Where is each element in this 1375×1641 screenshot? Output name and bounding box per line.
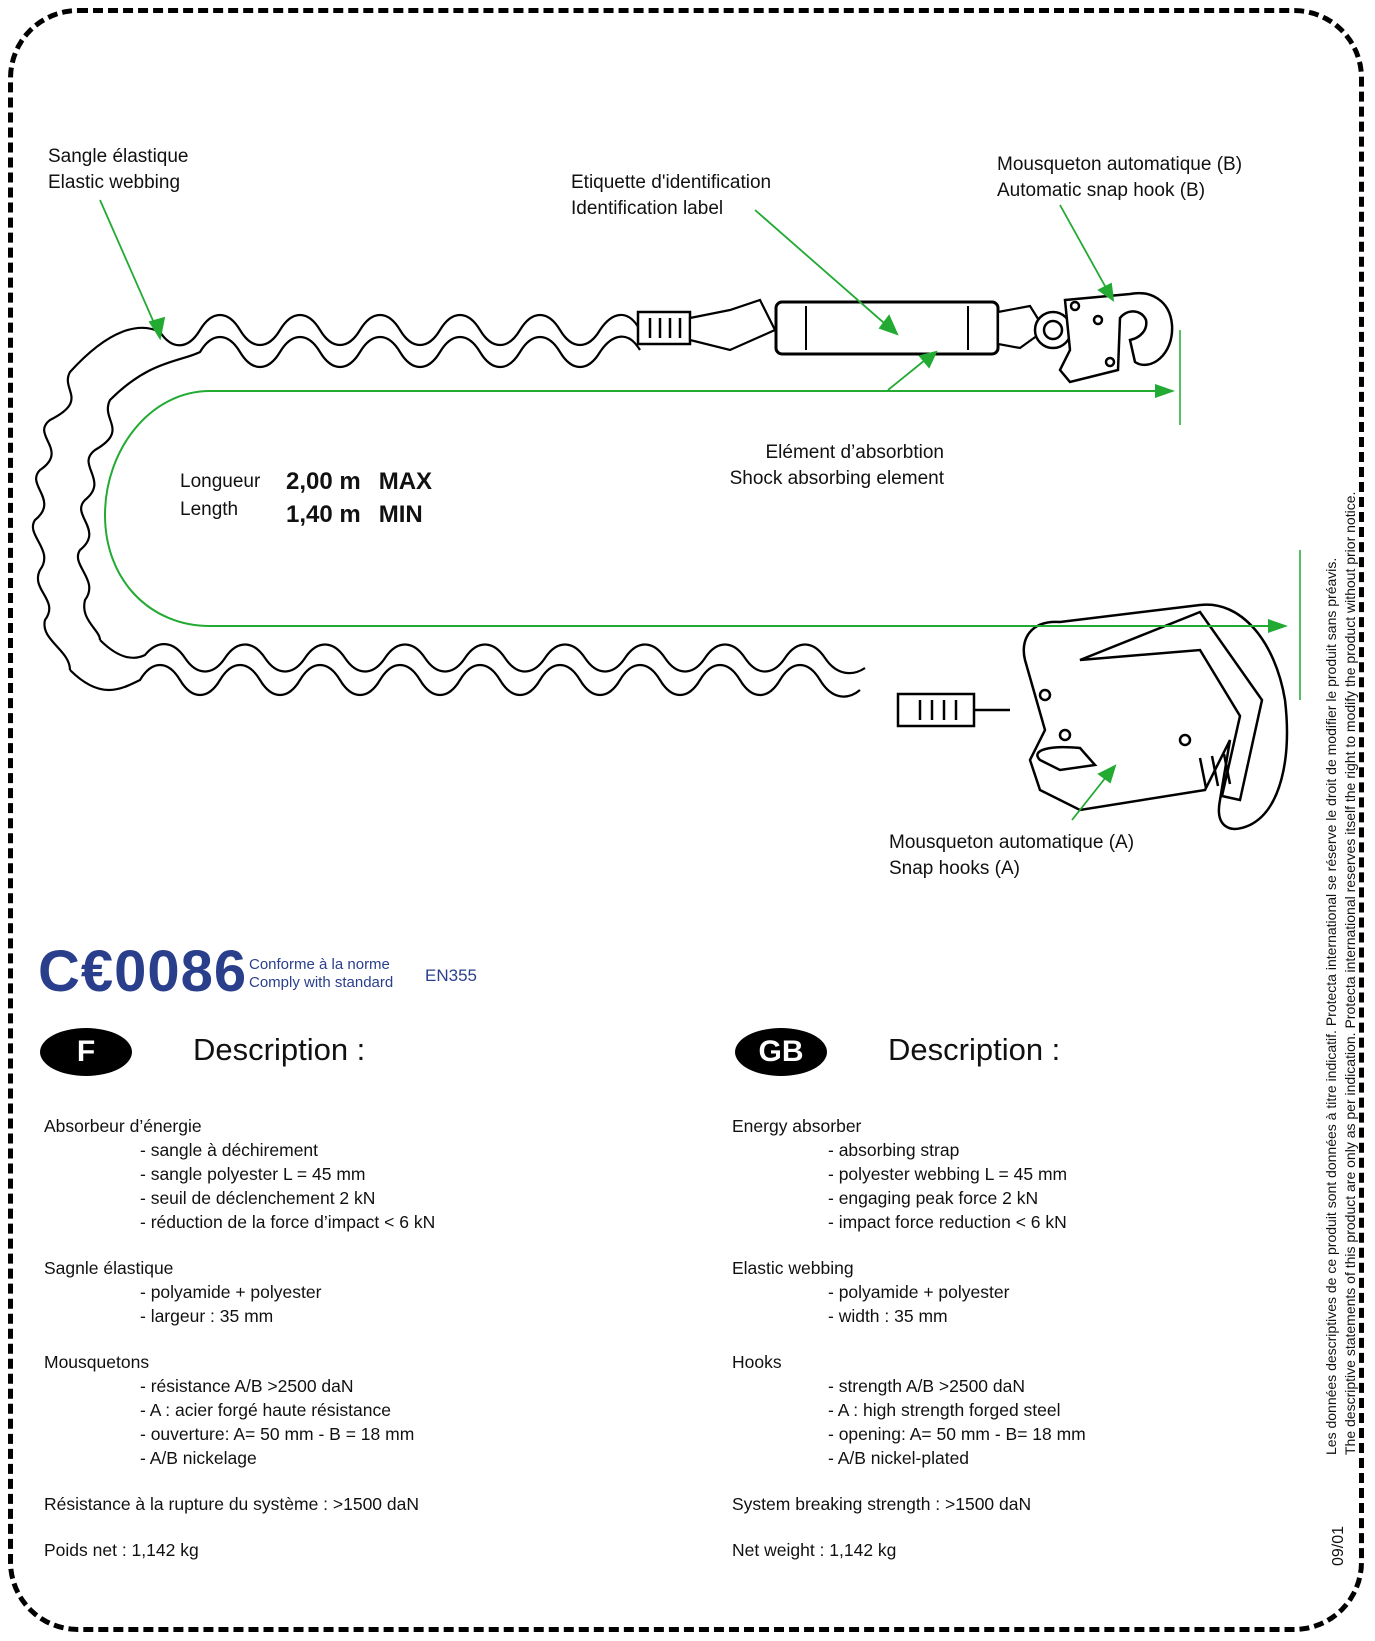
length-max-tag: MAX (378, 468, 433, 495)
callout-elastic-fr: Sangle élastique (48, 146, 189, 167)
fr-webbing-title: Sagnle élastique (44, 1258, 174, 1278)
callout-hook-a-en: Snap hooks (A) (889, 858, 1020, 879)
callout-absorber-en: Shock absorbing element (729, 468, 944, 489)
ce-standard: EN355 (425, 966, 477, 985)
length-labels: Longueur Length (180, 468, 260, 524)
snap-hook-b (1033, 291, 1174, 384)
en-hooks-title: Hooks (732, 1352, 782, 1372)
fr-hooks-title: Mousquetons (44, 1352, 150, 1372)
fr-webbing-item: - largeur : 35 mm (140, 1306, 274, 1326)
fr-absorber-item: - seuil de déclenchement 2 kN (140, 1188, 376, 1208)
english-description-title: Description : (888, 1032, 1061, 1067)
fr-absorber-title: Absorbeur d’énergie (44, 1116, 202, 1136)
disclaimer-en: The descriptive statements of this produ… (1342, 491, 1358, 1455)
fr-hooks-item: - A/B nickelage (140, 1448, 257, 1468)
callout-elastic-webbing: Sangle élastique Elastic webbing (48, 144, 189, 196)
callout-shock-absorber: Elément d’absorbtion Shock absorbing ele… (700, 440, 944, 492)
page-border (8, 8, 1364, 1632)
callout-lines (99, 199, 1117, 821)
flag-english: GB (735, 1028, 827, 1076)
french-description-title: Description : (193, 1032, 366, 1067)
callout-identification-label: Etiquette d'identification Identificatio… (571, 170, 771, 222)
callout-snap-hook-b: Mousqueton automatique (B) Automatic sna… (997, 152, 1242, 204)
elastic-webbing-upper (31, 313, 641, 671)
elastic-webbing-inner (76, 335, 641, 641)
lanyard-diagram (31, 199, 1301, 831)
flag-french: F (40, 1028, 132, 1076)
fr-webbing-item: - polyamide + polyester (140, 1282, 322, 1302)
en-hooks-item: - opening: A= 50 mm - B= 18 mm (828, 1424, 1086, 1444)
en-absorber-item: - engaging peak force 2 kN (828, 1188, 1039, 1208)
en-webbing-item: - polyamide + polyester (828, 1282, 1010, 1302)
en-hooks-item: - A/B nickel-plated (828, 1448, 970, 1468)
fr-hooks-item: - résistance A/B >2500 daN (140, 1376, 354, 1396)
callout-hook-a-fr: Mousqueton automatique (A) (889, 832, 1135, 853)
ce-conform-en: Comply with standard (249, 974, 394, 991)
date-code: 09/01 (1330, 1525, 1347, 1566)
upper-buckle (636, 310, 692, 346)
en-net-weight: Net weight : 1,142 kg (732, 1540, 897, 1560)
length-label-en: Length (180, 499, 239, 520)
fr-absorber-item: - sangle à déchirement (140, 1140, 319, 1160)
fr-net-weight: Poids net : 1,142 kg (44, 1540, 199, 1560)
callout-label-en: Identification label (571, 198, 724, 219)
length-min-tag: MIN (378, 501, 423, 528)
fr-hooks-item: - A : acier forgé haute résistance (140, 1400, 391, 1420)
fr-breaking-strength: Résistance à la rupture du système : >15… (44, 1494, 420, 1514)
callout-hook-b-fr: Mousqueton automatique (B) (997, 154, 1243, 175)
en-webbing-title: Elastic webbing (732, 1258, 854, 1278)
ce-conformity-text: Conforme à la norme Comply with standard (249, 956, 393, 992)
disclaimer-fr: Les données descriptives de ce produit s… (1323, 557, 1339, 1455)
callout-snap-hook-a: Mousqueton automatique (A) Snap hooks (A… (889, 830, 1134, 882)
ce-marking: C€0086 (38, 939, 248, 1004)
en-absorber-item: - polyester webbing L = 45 mm (828, 1164, 1068, 1184)
en-hooks-item: - A : high strength forged steel (828, 1400, 1061, 1420)
en-absorber-title: Energy absorber (732, 1116, 862, 1136)
en-absorber-item: - absorbing strap (828, 1140, 960, 1160)
en-breaking-strength: System breaking strength : >1500 daN (732, 1494, 1032, 1514)
elastic-webbing-lower-inner (99, 639, 866, 675)
ce-conform-fr: Conforme à la norme (249, 956, 390, 973)
en-webbing-item: - width : 35 mm (828, 1306, 948, 1326)
length-dimension-line (103, 390, 1270, 627)
length-label-fr: Longueur (180, 471, 261, 492)
fr-hooks-item: - ouverture: A= 50 mm - B = 18 mm (140, 1424, 415, 1444)
lower-buckle (896, 692, 976, 728)
en-hooks-item: - strength A/B >2500 daN (828, 1376, 1026, 1396)
fr-absorber-item: - sangle polyester L = 45 mm (140, 1164, 366, 1184)
french-description: Absorbeur d’énergie - sangle à déchireme… (44, 1114, 435, 1562)
callout-absorber-fr: Elément d’absorbtion (765, 442, 945, 463)
length-values: 2,00 m MAX 1,40 m MIN (286, 465, 432, 531)
callout-label-fr: Etiquette d'identification (571, 172, 772, 193)
callout-elastic-en: Elastic webbing (48, 172, 181, 193)
elastic-webbing-lower (69, 663, 861, 698)
length-min-value: 1,40 m (286, 501, 361, 528)
english-description: Energy absorber - absorbing strap - poly… (732, 1114, 1086, 1562)
length-max-value: 2,00 m (286, 468, 361, 495)
en-absorber-item: - impact force reduction < 6 kN (828, 1212, 1067, 1232)
length-min: 1,40 m MIN (286, 498, 432, 531)
callout-hook-b-en: Automatic snap hook (B) (997, 180, 1206, 201)
snap-hook-a (1022, 603, 1289, 831)
fr-absorber-item: - réduction de la force d’impact < 6 kN (140, 1212, 436, 1232)
length-max: 2,00 m MAX (286, 465, 432, 498)
